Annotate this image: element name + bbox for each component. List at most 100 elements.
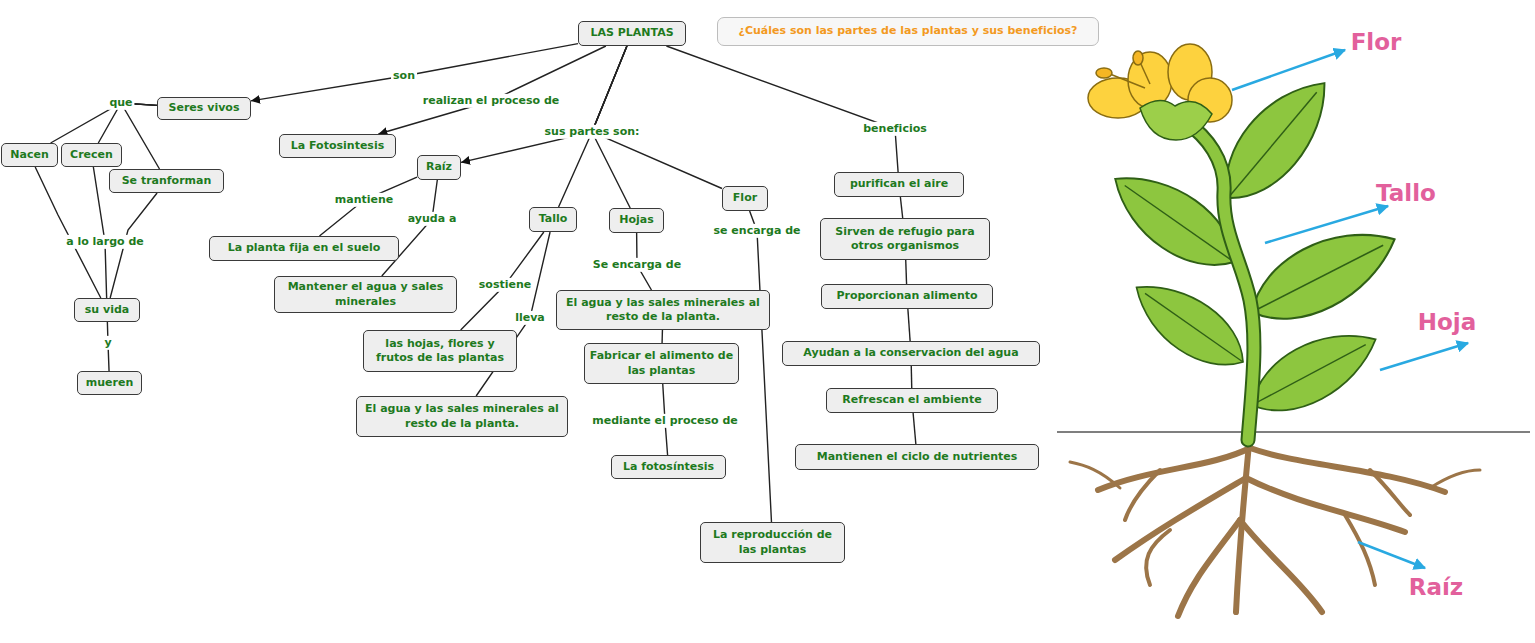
concept-box: Seres vivos bbox=[157, 97, 251, 120]
concept-text: El agua y las sales minerales al resto d… bbox=[360, 402, 564, 431]
concept-box: Proporcionan alimento bbox=[821, 284, 993, 309]
concept-text: La planta fija en el suelo bbox=[228, 241, 381, 255]
connector-line bbox=[319, 177, 417, 236]
concept-box: Se tranforman bbox=[109, 169, 224, 193]
connector-line bbox=[35, 167, 101, 298]
linking-phrase: se encarga de bbox=[712, 224, 803, 238]
concept-box: Ayudan a la conservacion del agua bbox=[782, 341, 1040, 366]
concept-text: Sirven de refugio para otros organismos bbox=[824, 225, 986, 254]
concept-text: Mantener el agua y sales minerales bbox=[278, 280, 453, 309]
connector-line bbox=[592, 46, 722, 189]
root bbox=[1345, 515, 1375, 585]
concept-text: Nacen bbox=[10, 148, 48, 162]
root bbox=[1070, 462, 1120, 488]
concept-text: Fabricar el alimento de las plantas bbox=[588, 349, 735, 378]
linking-phrase: son bbox=[391, 69, 417, 83]
concept-text: Ayudan a la conservacion del agua bbox=[803, 346, 1018, 360]
concept-text: purifican el aire bbox=[850, 177, 948, 191]
anther bbox=[1133, 51, 1143, 65]
leaf bbox=[1121, 267, 1257, 384]
stem-outline bbox=[1186, 122, 1254, 440]
linking-phrase: mantiene bbox=[333, 193, 396, 207]
concept-text: mueren bbox=[86, 376, 133, 390]
concept-box: purifican el aire bbox=[834, 172, 964, 197]
concept-text: Flor bbox=[733, 191, 757, 205]
part-label: Tallo bbox=[1376, 180, 1436, 206]
root bbox=[1430, 470, 1480, 488]
connector-line bbox=[900, 197, 902, 218]
linking-phrase: sus partes son: bbox=[543, 125, 642, 139]
leaf-blade bbox=[1121, 267, 1257, 384]
concept-box: Refrescan el ambiente bbox=[826, 388, 998, 413]
root bbox=[1146, 530, 1170, 585]
leaf-vein bbox=[1145, 293, 1243, 362]
concept-text: Hojas bbox=[619, 213, 654, 227]
concept-text: las hojas, flores y frutos de las planta… bbox=[367, 337, 513, 366]
leaf-vein bbox=[1228, 92, 1317, 198]
stamen bbox=[1140, 62, 1150, 84]
concept-box: Mantener el agua y sales minerales bbox=[274, 276, 457, 313]
concept-box: su vida bbox=[74, 298, 140, 322]
connector-line bbox=[908, 309, 910, 341]
pointer-arrow bbox=[1380, 343, 1468, 370]
concept-text: La reproducción de las plantas bbox=[704, 528, 841, 557]
concept-text: Proporcionan alimento bbox=[836, 289, 977, 303]
question-box: ¿Cuáles son las partes de las plantas y … bbox=[717, 17, 1099, 46]
concept-text: Se tranforman bbox=[122, 174, 212, 188]
flower bbox=[1088, 44, 1232, 140]
leaf bbox=[1237, 210, 1408, 339]
root bbox=[1246, 478, 1405, 532]
connector-line bbox=[666, 46, 898, 172]
linking-phrase: mediante el proceso de bbox=[590, 414, 740, 428]
concept-text: LAS PLANTAS bbox=[590, 26, 673, 40]
part-label: Hoja bbox=[1418, 309, 1476, 335]
root bbox=[1125, 470, 1160, 520]
concept-box: La planta fija en el suelo bbox=[209, 236, 399, 261]
connector-line bbox=[911, 366, 913, 388]
concept-box: LAS PLANTAS bbox=[578, 21, 686, 46]
connector-line bbox=[378, 46, 605, 134]
leaf bbox=[1239, 314, 1389, 429]
concept-box: Raíz bbox=[417, 155, 461, 180]
linking-phrase: que bbox=[107, 96, 134, 110]
linking-phrase: realizan el proceso de bbox=[421, 94, 562, 108]
pointer-arrow bbox=[1232, 50, 1345, 90]
concept-text: Seres vivos bbox=[169, 101, 240, 115]
concept-box: La fotosíntesis bbox=[611, 455, 726, 479]
linking-phrase: y bbox=[102, 336, 113, 350]
leaf-blade bbox=[1239, 314, 1389, 429]
concept-text: El agua y las sales minerales al resto d… bbox=[560, 296, 766, 325]
connector-line bbox=[121, 103, 160, 169]
concept-box: Mantienen el ciclo de nutrientes bbox=[795, 444, 1039, 470]
root bbox=[1250, 448, 1445, 492]
root bbox=[1098, 448, 1250, 490]
root bbox=[1115, 478, 1246, 560]
concept-text: Crecen bbox=[70, 148, 113, 162]
concept-box: Hojas bbox=[609, 208, 664, 233]
pointer-arrow bbox=[1265, 206, 1388, 243]
roots bbox=[1070, 432, 1480, 616]
concept-box: Nacen bbox=[1, 143, 58, 167]
root bbox=[1240, 520, 1322, 612]
concept-text: Mantienen el ciclo de nutrientes bbox=[817, 450, 1018, 464]
concept-text: Tallo bbox=[539, 212, 568, 226]
concept-box: mueren bbox=[77, 371, 142, 395]
concept-box: El agua y las sales minerales al resto d… bbox=[356, 396, 568, 437]
connector-line bbox=[913, 413, 916, 444]
petal bbox=[1128, 52, 1172, 108]
linking-phrase: Se encarga de bbox=[591, 258, 683, 272]
connector-line bbox=[251, 44, 578, 101]
anther bbox=[1096, 68, 1112, 78]
leaf-vein bbox=[1252, 345, 1366, 405]
part-label: Flor bbox=[1351, 29, 1402, 55]
concept-text: La Fotosintesis bbox=[291, 139, 384, 153]
connector-line bbox=[93, 167, 106, 298]
part-label: Raíz bbox=[1409, 574, 1464, 600]
concept-box: Fabricar el alimento de las plantas bbox=[584, 343, 739, 384]
concept-box: Crecen bbox=[61, 143, 122, 167]
connector-line bbox=[661, 330, 663, 343]
linking-phrase: a lo largo de bbox=[64, 235, 146, 249]
linking-phrase: beneficios bbox=[861, 122, 929, 136]
concept-box: las hojas, flores y frutos de las planta… bbox=[363, 330, 517, 372]
